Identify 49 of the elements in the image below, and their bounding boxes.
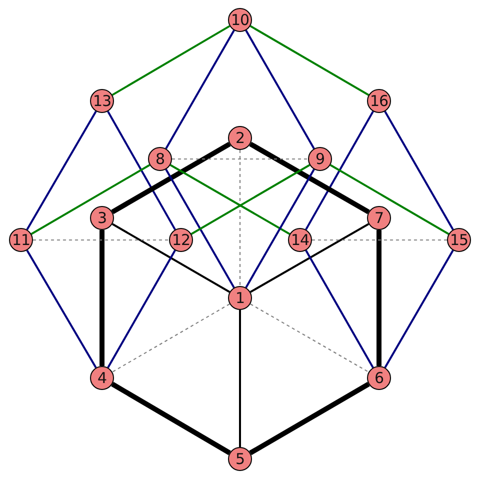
dashed-edge	[239, 150, 241, 286]
numbered-vertex: 10	[228, 8, 252, 32]
thick-edge	[111, 142, 231, 214]
thick-edge	[249, 142, 370, 214]
graph-edge	[107, 250, 176, 368]
dashed-edge	[250, 304, 369, 372]
numbered-vertex: 7	[367, 206, 391, 230]
graph-edge	[30, 164, 150, 235]
numbered-vertex: 6	[367, 366, 391, 390]
graph-edge	[112, 25, 230, 96]
numbered-vertex: 11	[9, 228, 33, 252]
graph-edge	[26, 110, 97, 230]
graph-edge	[245, 168, 315, 288]
dashed-edge	[33, 239, 169, 241]
graph-edge	[330, 164, 450, 235]
graph-edge	[165, 30, 235, 150]
graph-edge	[305, 110, 374, 230]
thick-edge	[376, 230, 382, 366]
graph-edge	[250, 25, 370, 96]
numbered-vertex: 9	[308, 147, 332, 171]
graph-edge	[250, 223, 370, 293]
numbered-vertex: 15	[447, 228, 471, 252]
numbered-vertex: 13	[90, 89, 114, 113]
graph-edge	[239, 310, 241, 447]
graph-edge	[190, 164, 310, 235]
graph-edge	[384, 110, 454, 230]
numbered-vertex: 14	[288, 228, 312, 252]
numbered-vertex: 4	[90, 366, 114, 390]
dashed-edge	[312, 239, 447, 241]
numbered-vertex: 12	[169, 228, 193, 252]
thick-edge	[249, 382, 370, 456]
graph-edge	[165, 168, 235, 288]
dashed-edge	[172, 158, 308, 160]
numbered-vertex: 16	[367, 89, 391, 113]
thick-edge	[100, 230, 104, 366]
thick-edge	[111, 382, 231, 456]
graph-edge	[26, 250, 97, 368]
numbered-vertex: 8	[148, 147, 172, 171]
graph-edge	[170, 164, 290, 235]
numbered-vertex: 2	[228, 126, 252, 150]
numbered-vertex: 3	[90, 206, 114, 230]
graph-edge	[107, 110, 176, 230]
numbered-vertex: 1	[228, 286, 252, 310]
graph-edge	[305, 250, 374, 368]
dashed-edge	[112, 304, 230, 372]
graph-edge	[245, 30, 315, 150]
graph-edge	[384, 250, 454, 368]
numbered-vertex: 5	[228, 447, 252, 471]
graph-edge	[112, 223, 230, 293]
